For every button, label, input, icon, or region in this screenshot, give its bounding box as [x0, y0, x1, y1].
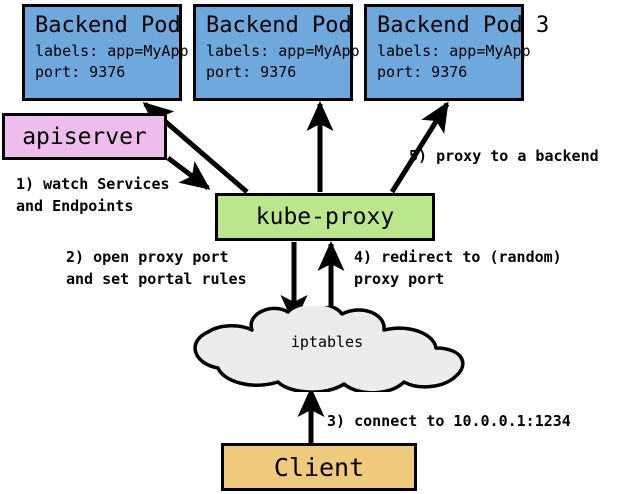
- edge-apiserver-to-kubeproxy: [166, 156, 211, 190]
- step-4-label: 4) redirect to (random) proxy port: [354, 246, 562, 290]
- step-2-label: 2) open proxy port and set portal rules: [66, 246, 247, 290]
- iptables-label: iptables: [290, 333, 364, 351]
- step-1-label: 1) watch Services and Endpoints: [16, 173, 170, 217]
- step-5-label: 5) proxy to a backend: [409, 145, 599, 167]
- apiserver-node: apiserver: [2, 113, 167, 160]
- step-1-line-1: 1) watch Services: [16, 175, 170, 193]
- iptables-cloud: [193, 306, 465, 392]
- backend-pod-1-labels: labels: app=MyApp: [35, 42, 189, 60]
- client-label: Client: [273, 452, 365, 482]
- backend-pod-2-labels: labels: app=MyApp: [206, 42, 360, 60]
- backend-pod-1-port: port: 9376: [35, 63, 126, 81]
- backend-pod-3: Backend Pod 3 labels: app=MyApp port: 93…: [364, 4, 550, 101]
- backend-pod-2: Backend Pod 2 labels: app=MyApp port: 93…: [193, 4, 379, 101]
- backend-pod-1-title: Backend Pod 1: [35, 13, 208, 38]
- backend-pod-1: Backend Pod 1 labels: app=MyApp port: 93…: [22, 4, 208, 101]
- step-4-line-2: proxy port: [354, 270, 445, 288]
- backend-pod-3-title: Backend Pod 3: [377, 13, 550, 38]
- step-4-line-1: 4) redirect to (random): [354, 248, 562, 266]
- step-1-line-2: and Endpoints: [16, 197, 134, 215]
- backend-pod-3-port: port: 9376: [377, 63, 468, 81]
- kube-proxy-node: kube-proxy: [215, 193, 435, 241]
- backend-pod-2-port: port: 9376: [206, 63, 297, 81]
- backend-pod-3-labels: labels: app=MyApp: [377, 42, 531, 60]
- apiserver-label: apiserver: [22, 123, 147, 150]
- backend-pod-2-title: Backend Pod 2: [206, 13, 379, 38]
- step-2-line-1: 2) open proxy port: [66, 248, 229, 266]
- kube-proxy-label: kube-proxy: [255, 204, 395, 230]
- client-node: Client: [221, 443, 417, 491]
- step-5-line-1: 5) proxy to a backend: [409, 147, 599, 165]
- step-3-line-1: 3) connect to 10.0.0.1:1234: [327, 412, 571, 430]
- step-2-line-2: and set portal rules: [66, 270, 247, 288]
- step-3-label: 3) connect to 10.0.0.1:1234: [327, 410, 571, 432]
